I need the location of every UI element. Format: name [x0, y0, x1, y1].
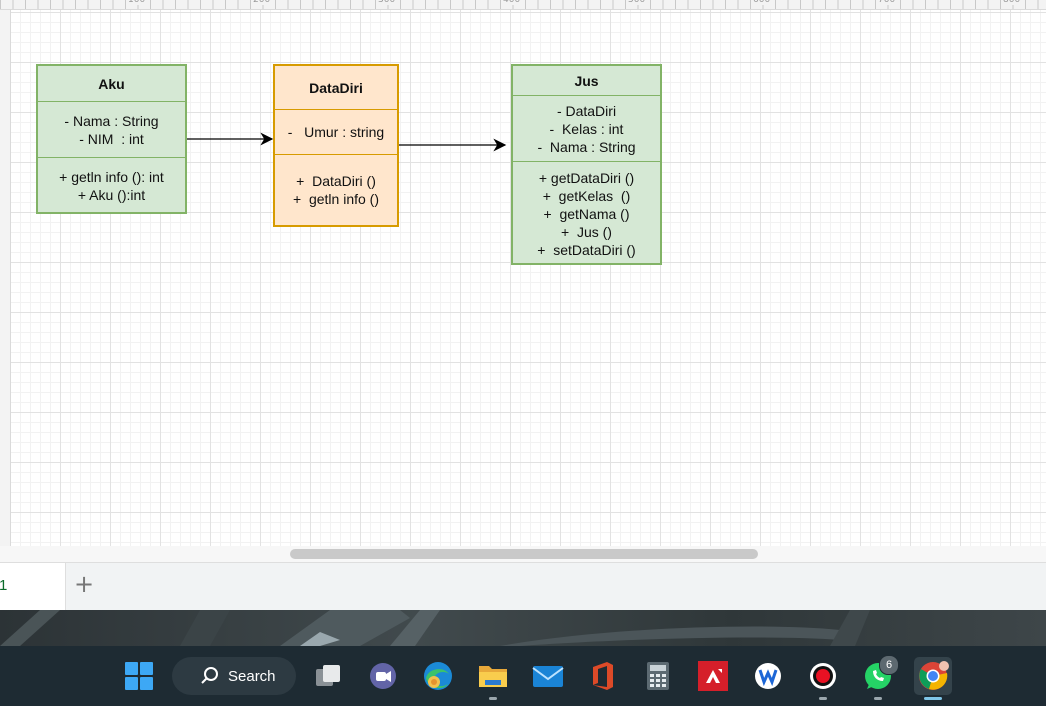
search-icon	[201, 667, 218, 684]
attribute: - Umur : string	[287, 124, 385, 140]
method: + getKelas ()	[542, 187, 631, 204]
ruler-number: 100	[127, 0, 147, 5]
attribute: - DataDiri	[556, 102, 617, 119]
class-datadiri-methods: + DataDiri () + getln info ()	[275, 154, 397, 225]
class-jus-methods: + getDataDiri () + getKelas () + getNama…	[513, 161, 660, 265]
active-indicator	[924, 697, 942, 700]
vertical-ruler	[0, 10, 11, 546]
method: + getln info (): int	[59, 169, 164, 185]
edge-icon[interactable]	[419, 657, 457, 695]
add-page-button[interactable]: +	[73, 570, 95, 598]
class-jus-attributes: - DataDiri - Kelas : int - Nama : String	[513, 95, 660, 161]
connector-layer	[187, 132, 507, 152]
method: + setDataDiri ()	[537, 241, 636, 258]
ruler-number: 500	[627, 0, 647, 5]
method: + getln info ()	[293, 191, 379, 207]
method: + getDataDiri ()	[538, 169, 635, 186]
wps-office-icon[interactable]	[749, 657, 787, 695]
running-indicator	[819, 697, 827, 700]
ruler-number: 400	[502, 0, 522, 5]
calculator-icon[interactable]	[639, 657, 677, 695]
attribute: - Nama : String	[64, 112, 159, 129]
horizontal-ruler: 100 200 300 400 500 600 700 800	[0, 0, 1046, 10]
method: + DataDiri ()	[296, 173, 376, 189]
attribute: - Kelas : int	[549, 120, 624, 137]
ruler-number: 800	[1002, 0, 1022, 5]
class-datadiri-attributes: - Umur : string	[275, 109, 397, 154]
chrome-icon[interactable]	[914, 657, 952, 695]
class-jus-name: Jus	[574, 72, 599, 89]
class-aku-methods: + getln info (): int + Aku ():int	[38, 157, 185, 214]
class-aku-name: Aku	[98, 75, 125, 92]
office-icon[interactable]	[584, 657, 622, 695]
amd-software-icon[interactable]	[694, 657, 732, 695]
running-indicator	[874, 697, 882, 700]
method: + getNama ()	[543, 205, 630, 222]
ruler-number: 300	[377, 0, 397, 5]
windows-start-icon[interactable]	[120, 657, 158, 695]
attribute: - NIM : int	[79, 130, 144, 147]
search-label: Search	[228, 667, 276, 685]
screen-recorder-icon[interactable]	[804, 657, 842, 695]
attribute: - Nama : String	[537, 138, 636, 155]
page-tab-bar	[0, 562, 1046, 611]
ruler-number: 700	[877, 0, 897, 5]
ruler-number: 200	[252, 0, 272, 5]
file-explorer-icon[interactable]	[474, 657, 512, 695]
method: + Jus ()	[561, 223, 612, 240]
page-tab-label: 1	[0, 577, 8, 594]
running-indicator	[489, 697, 497, 700]
class-jus[interactable]: Jus - DataDiri - Kelas : int - Nama : St…	[511, 64, 662, 265]
class-datadiri-name: DataDiri	[309, 79, 363, 96]
taskbar-search-button[interactable]: Search	[172, 657, 296, 695]
teams-chat-icon[interactable]	[364, 657, 402, 695]
mail-icon[interactable]	[529, 657, 567, 695]
class-aku[interactable]: Aku - Nama : String - NIM : int + getln …	[36, 64, 187, 214]
desktop-wallpaper	[0, 610, 1046, 646]
notification-badge: 6	[879, 655, 899, 675]
wallpaper-graphic	[0, 610, 870, 646]
class-aku-attributes: - Nama : String - NIM : int	[38, 101, 185, 157]
page-tab[interactable]	[0, 563, 66, 610]
task-view-icon[interactable]	[309, 657, 347, 695]
scrollbar-thumb[interactable]	[290, 549, 758, 559]
class-datadiri[interactable]: DataDiri - Umur : string + DataDiri () +…	[273, 64, 399, 227]
ruler-number: 600	[752, 0, 772, 5]
method: + Aku ():int	[77, 187, 146, 203]
